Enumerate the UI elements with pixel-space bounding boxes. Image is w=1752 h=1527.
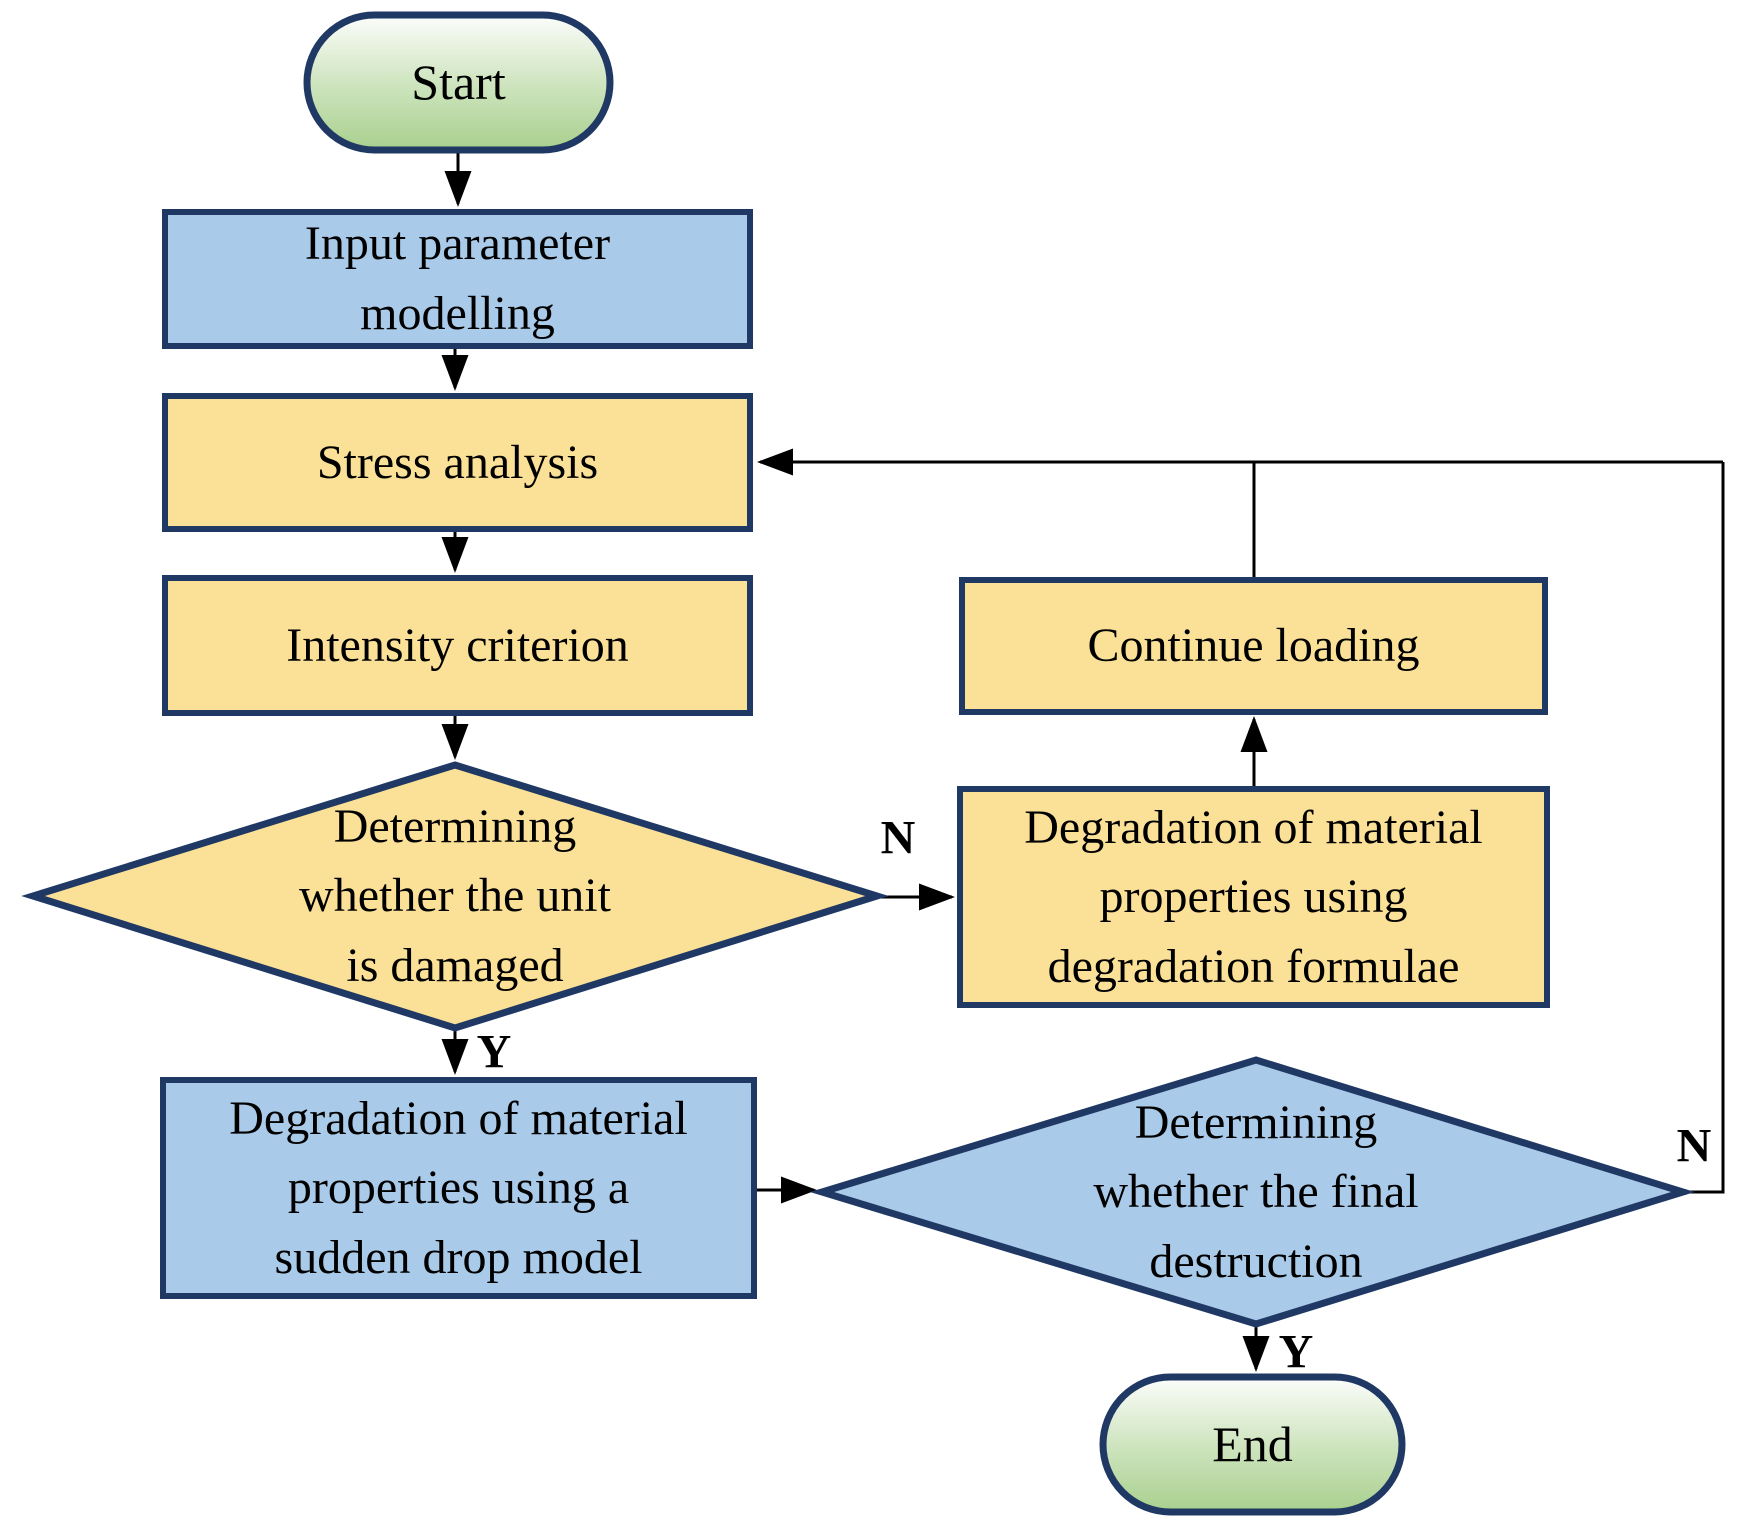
- input-parameter-shape: [162, 209, 753, 349]
- sudden-drop-shape: [160, 1077, 757, 1299]
- final-decision-shape: [809, 1056, 1695, 1328]
- damage-decision-shape: [21, 761, 889, 1032]
- continue-loading-shape: [959, 577, 1548, 715]
- degradation-formulae-shape: [957, 786, 1550, 1008]
- intensity-criterion-shape: [162, 575, 753, 716]
- start-terminator-shape: [303, 11, 614, 154]
- end-terminator-shape: [1099, 1373, 1406, 1516]
- stress-analysis-shape: [162, 393, 753, 532]
- connector-final-no-loop: [1683, 462, 1725, 1194]
